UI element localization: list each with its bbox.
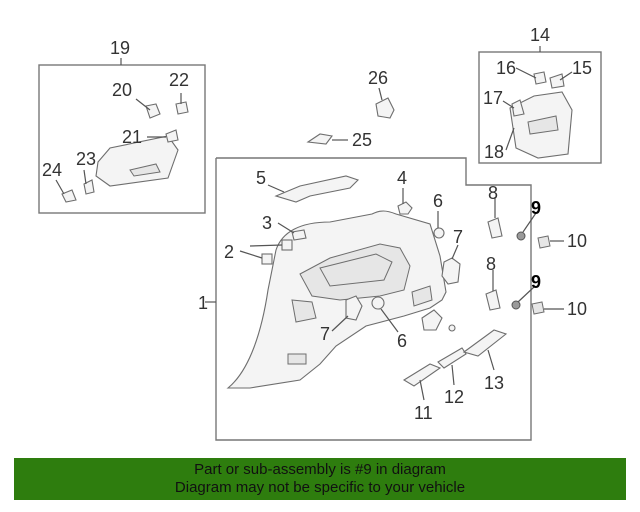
part-15-shape [549, 73, 565, 89]
part-2-lower-shape [261, 253, 273, 265]
bracket-shape [421, 309, 443, 331]
part-3-shape [291, 229, 307, 241]
part-9-upper-shape [516, 231, 526, 241]
part-26-shape [375, 97, 395, 119]
part-16-shape [533, 71, 547, 85]
part-10-lower-shape [531, 301, 545, 315]
callout-23: 23 [76, 149, 96, 169]
callout-9-lower: 9 [531, 272, 541, 292]
part-11-shape [402, 363, 442, 387]
callout-17: 17 [483, 88, 503, 108]
callout-9-upper: 9 [531, 198, 541, 218]
part-13-shape [462, 329, 508, 357]
callout-13: 13 [484, 373, 504, 393]
part-20-shape [145, 103, 161, 119]
part-12-shape [437, 347, 467, 369]
callout-10-lower: 10 [567, 299, 587, 319]
quarter-trim-panel [226, 210, 447, 389]
part-24-shape [61, 189, 77, 203]
part-5-shape [274, 175, 360, 203]
banner-line-part: Part or sub-assembly is #9 in diagram [194, 461, 446, 478]
leader-lines [55, 46, 573, 401]
callout-19: 19 [110, 38, 130, 58]
callout-8-lower: 8 [486, 254, 496, 274]
parts-diagram: 1 2 3 4 5 6 6 7 7 8 8 9 9 10 10 11 12 13… [38, 25, 602, 441]
right-panel-opening-shape [527, 115, 559, 135]
part-9-lower-shape [511, 300, 521, 310]
part-17-shape [511, 99, 525, 117]
part-2-upper-shape [281, 239, 293, 251]
callout-12: 12 [444, 387, 464, 407]
callout-5: 5 [256, 168, 266, 188]
part-6-upper-shape [433, 227, 445, 239]
callout-3: 3 [262, 213, 272, 233]
callout-14: 14 [530, 25, 550, 45]
part-6-lower-shape [371, 296, 385, 310]
main-assembly-frame [215, 157, 532, 441]
callout-8-upper: 8 [488, 183, 498, 203]
callout-7-right: 7 [453, 227, 463, 247]
panel-opening-shape [129, 163, 161, 177]
callout-7-lower: 7 [320, 324, 330, 344]
callout-18: 18 [484, 142, 504, 162]
part-18-left-panel-shape [95, 135, 179, 187]
part-21-shape [165, 129, 179, 143]
callout-20: 20 [112, 80, 132, 100]
part-22-shape [175, 101, 189, 115]
callout-15: 15 [572, 58, 592, 78]
callout-4: 4 [397, 168, 407, 188]
callout-11: 11 [414, 403, 433, 423]
callout-26: 26 [368, 68, 388, 88]
callout-22: 22 [169, 70, 189, 90]
callout-labels: 1 2 3 4 5 6 6 7 7 8 8 9 9 10 10 11 12 13… [42, 25, 592, 423]
part-7-right-shape [441, 257, 461, 285]
part-7-lower-shape [345, 295, 363, 321]
callout-21: 21 [122, 127, 142, 147]
banner-line-disclaimer: Diagram may not be specific to your vehi… [174, 479, 466, 496]
part-8-upper-shape [487, 217, 503, 239]
part-10-upper-shape [537, 235, 551, 249]
left-inset-frame [38, 64, 206, 214]
part-25-shape [306, 133, 333, 145]
callout-2: 2 [224, 242, 234, 262]
info-banner: Part or sub-assembly is #9 in diagram Di… [14, 458, 626, 500]
callout-25: 25 [352, 130, 372, 150]
part-4-shape [397, 201, 413, 215]
callout-24: 24 [42, 160, 62, 180]
callout-10-upper: 10 [567, 231, 587, 251]
fastener-shape [448, 324, 456, 332]
part-8-lower-shape [485, 289, 501, 311]
callout-6-lower: 6 [397, 331, 407, 351]
callout-16: 16 [496, 58, 516, 78]
callout-6-upper: 6 [433, 191, 443, 211]
callout-1: 1 [198, 293, 208, 313]
